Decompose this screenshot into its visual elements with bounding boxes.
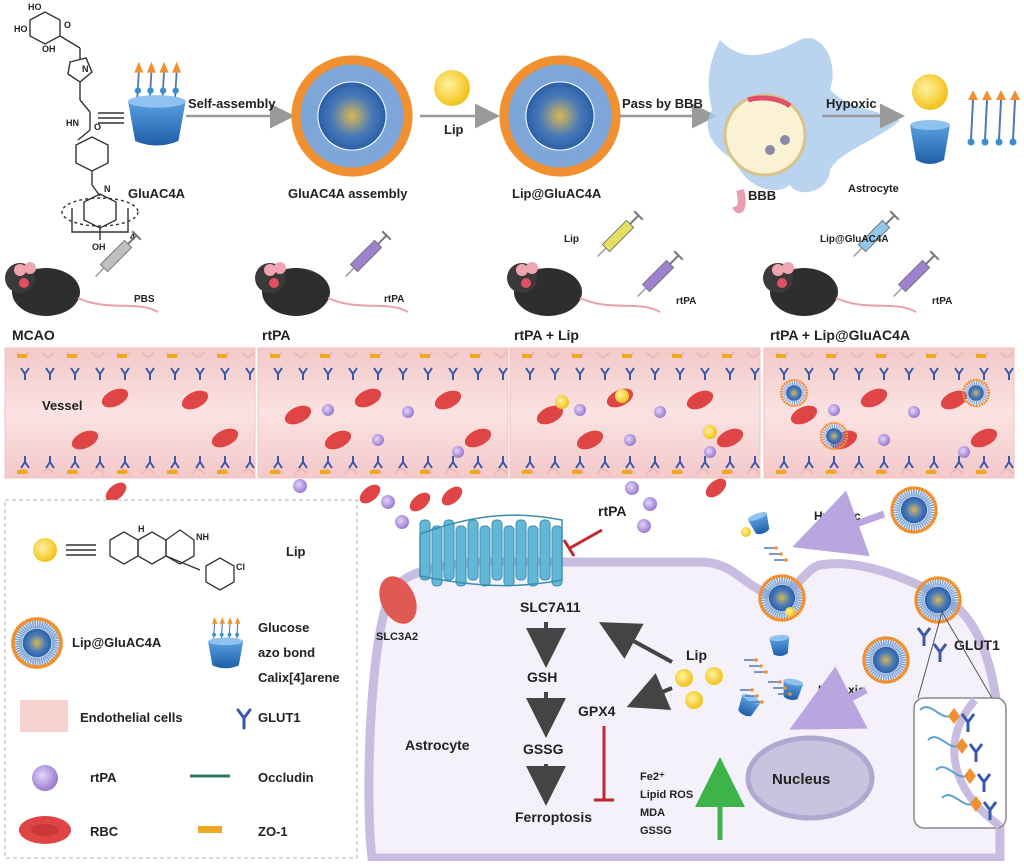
vessel-panel: [5, 348, 255, 478]
svg-text:HN: HN: [66, 118, 79, 128]
released-calixarene-cup-icon: [910, 120, 950, 164]
hypoxic-upper-label: Hypoxic: [814, 509, 861, 523]
lip-at-glu-ac4a-label: Lip@GluAC4A: [512, 186, 602, 201]
syringe-icon: [633, 251, 682, 300]
nanoparticle-icon: [291, 55, 412, 176]
svg-text:HO: HO: [28, 2, 42, 12]
legend-occludin-label: Occludin: [258, 770, 314, 785]
glu-ac4a-assembly-label: GluAC4A assembly: [288, 186, 408, 201]
svg-text:Cl: Cl: [236, 562, 245, 572]
structure-atom-labels: HO HO OH O N HN O N OH 4: [14, 2, 135, 252]
cell-lip-label: Lip: [686, 647, 707, 663]
treatment-group: Lip@GluAC4A rtPA rtPA + Lip@GluAC4A: [763, 211, 952, 343]
rtpa-inhibit-line: [570, 530, 602, 548]
nanoparticle-icon: [862, 636, 910, 684]
equivalence-sign: [98, 113, 124, 123]
released-lip-icon: [912, 74, 948, 110]
syringe-icon: [91, 231, 140, 280]
group-label: rtPA: [262, 327, 291, 343]
treatment-group: rtPA rtPA: [255, 231, 408, 343]
legend-endothelial-swatch: [20, 700, 68, 732]
treatment-group: PBS MCAO: [5, 231, 158, 343]
marker-label: Fe2⁺: [640, 771, 665, 783]
svg-text:OH: OH: [42, 44, 56, 54]
marker-label: Lipid ROS: [640, 789, 693, 801]
gsh-label: GSH: [527, 669, 557, 685]
syringe-label: Lip: [564, 234, 579, 245]
group-label: MCAO: [12, 327, 55, 343]
syringe-icon: [593, 211, 642, 260]
nanoparticle-icon: [499, 55, 620, 176]
ferroptosis-label: Ferroptosis: [515, 809, 592, 825]
cell-rtpa-label: rtPA: [598, 503, 627, 519]
lip-molecule-icon: [434, 70, 470, 106]
legend-lip-label: Lip: [286, 544, 306, 559]
lip-arrow-label: Lip: [444, 122, 464, 137]
pass-bbb-label: Pass by BBB: [622, 96, 703, 111]
legend-lip-at-glu-label: Lip@GluAC4A: [72, 635, 162, 650]
group-label: rtPA + Lip@GluAC4A: [770, 327, 910, 343]
marker-label: MDA: [640, 807, 665, 819]
legend-endothelial-label: Endothelial cells: [80, 710, 183, 725]
released-glucose-chains-icon: [968, 90, 1021, 146]
cell-lip-molecule: [675, 669, 693, 687]
vessel-panel: [764, 348, 1014, 478]
slc7a11-label: SLC7A11: [520, 599, 581, 615]
group-label: rtPA + Lip: [514, 327, 579, 343]
svg-text:HO: HO: [14, 24, 28, 34]
svg-text:H: H: [138, 524, 145, 534]
astrocyte-cell-membrane: [369, 562, 1000, 858]
legend-calix-label: Calix[4]arene: [258, 670, 340, 685]
nanoparticle-icon: [890, 486, 938, 534]
bbb-label: BBB: [748, 188, 776, 203]
lip-at-glu-ac4a-icon: [499, 55, 620, 176]
legend-glucose-label: Glucose: [258, 620, 309, 635]
astrocyte-label: Astrocyte: [405, 737, 470, 753]
mice-row: PBS MCAO rtPA rtPA Lip rtPA rtPA + Lip Lip@GluA…: [5, 211, 952, 343]
hypoxic-top-label: Hypoxic: [826, 96, 877, 111]
astrocyte-small-label: Astrocyte: [848, 183, 899, 195]
glu-ac4a-assembly-icon: [291, 55, 412, 176]
syringe-icon: [341, 231, 390, 280]
vessel-panel: [258, 348, 508, 478]
legend-lip-icon: [33, 538, 57, 562]
legend-azo-label: azo bond: [258, 645, 315, 660]
legend-zo1-label: ZO-1: [258, 824, 288, 839]
legend-glut1-label: GLUT1: [258, 710, 301, 725]
syringe-label: PBS: [134, 294, 155, 305]
glu-ac4a-molecule-icon: [128, 62, 186, 146]
legend-rtpa-label: rtPA: [90, 770, 117, 785]
nanoparticle-icon: [758, 574, 806, 622]
legend-rbc-label: RBC: [90, 824, 119, 839]
svg-text:NH: NH: [196, 532, 209, 542]
gpx4-label: GPX4: [578, 703, 616, 719]
gssg-label: GSSG: [523, 741, 564, 757]
svg-text:N: N: [82, 64, 89, 74]
syringe-label: rtPA: [676, 296, 696, 307]
legend-rtpa-icon: [32, 765, 58, 791]
vessel-label: Vessel: [42, 398, 83, 413]
nanoparticle-icon: [914, 576, 962, 624]
svg-text:N: N: [104, 184, 111, 194]
svg-text:OH: OH: [92, 242, 106, 252]
syringe-label: rtPA: [384, 294, 404, 305]
legend-zo1-icon: [198, 826, 222, 833]
treatment-group: Lip rtPA rtPA + Lip: [507, 211, 696, 343]
cell-lip-molecule: [685, 691, 703, 709]
syringe-label: Lip@GluAC4A: [820, 234, 889, 245]
nucleus-label: Nucleus: [772, 771, 830, 788]
syringe-icon: [889, 251, 938, 300]
vessel-panel: [510, 348, 760, 478]
marker-label: GSSG: [640, 825, 672, 837]
glu-ac4a-label: GluAC4A: [128, 186, 186, 201]
slc3a2-label: SLC3A2: [376, 631, 418, 643]
self-assembly-label: Self-assembly: [188, 96, 276, 111]
cell-lip-molecule: [705, 667, 723, 685]
syringe-label: rtPA: [932, 296, 952, 307]
svg-text:O: O: [64, 20, 71, 30]
